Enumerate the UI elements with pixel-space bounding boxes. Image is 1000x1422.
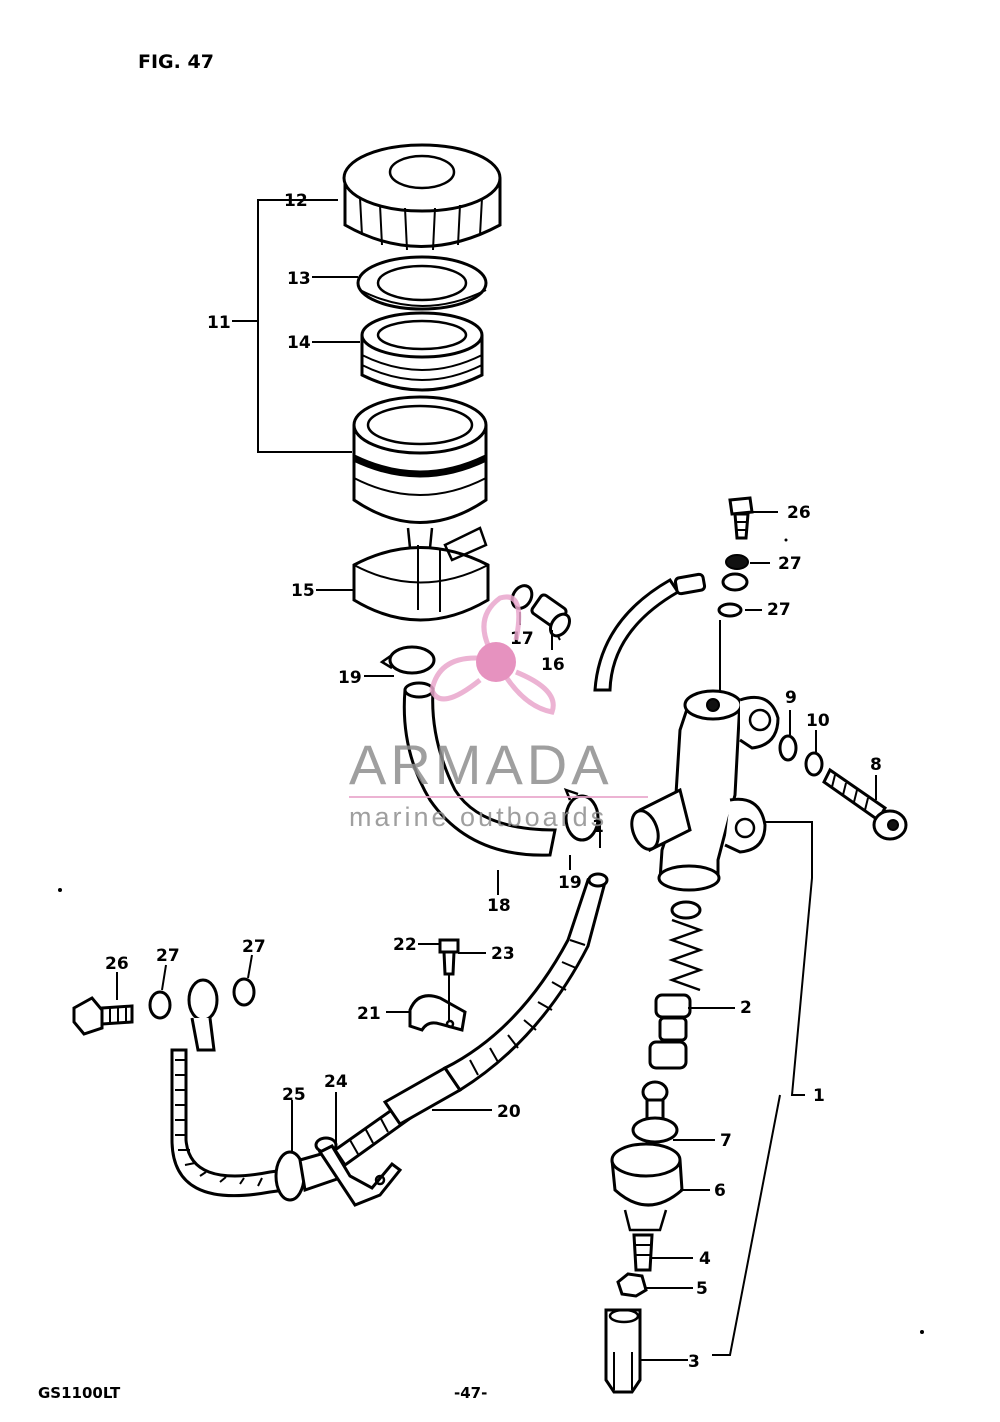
callout-19-upper: 19: [338, 668, 362, 688]
page-number: -47-: [454, 1384, 487, 1402]
callout-23: 23: [491, 944, 515, 964]
callout-4: 4: [699, 1249, 711, 1269]
reservoir-band: [352, 526, 490, 622]
callout-19-lower: 19: [558, 873, 582, 893]
watermark-brand: ARMADA: [349, 733, 613, 796]
union-bolt-lower: [72, 996, 134, 1036]
union-bolt-upper: [728, 496, 754, 540]
hose-clip-21: [408, 994, 467, 1032]
piston-spring: [648, 900, 704, 1070]
lock-nut: [616, 1272, 648, 1298]
leader-11-bracket: [232, 199, 352, 453]
callout-25: 25: [282, 1085, 306, 1105]
dust-boot: [610, 1142, 684, 1232]
callout-27-upper-1: 27: [778, 554, 802, 574]
brake-hose: [170, 1048, 342, 1202]
callout-3: 3: [688, 1352, 700, 1372]
brake-pipe-upper: [593, 578, 681, 692]
propeller-logo-icon: [429, 594, 556, 715]
propeller-hub: [476, 642, 516, 682]
callout-21: 21: [357, 1004, 381, 1024]
callout-2: 2: [740, 998, 752, 1018]
callout-13: 13: [287, 269, 311, 289]
reservoir-diaphragm-plate: [356, 255, 488, 311]
callout-27-upper-2: 27: [767, 600, 791, 620]
gasket-upper-2: [717, 602, 743, 618]
callout-10: 10: [806, 711, 830, 731]
callout-12: 12: [284, 191, 308, 211]
gasket-lower-2: [232, 977, 256, 1007]
band-screw: [530, 593, 572, 641]
hose-protector: [332, 1066, 463, 1168]
callout-1: 1: [813, 1086, 825, 1106]
reservoir-cap: [342, 143, 502, 251]
push-rod: [631, 1080, 679, 1144]
callout-26-lower: 26: [105, 954, 129, 974]
callout-9: 9: [785, 688, 797, 708]
watermark: ARMADA marine outboards: [349, 594, 648, 832]
gasket-lower-1: [148, 990, 172, 1020]
clevis: [604, 1308, 642, 1394]
callout-1-upper: 1: [592, 817, 604, 837]
callout-16: 16: [541, 655, 565, 675]
adjuster-bolt: [632, 1233, 654, 1272]
callout-15: 15: [291, 581, 315, 601]
callout-14: 14: [287, 333, 311, 353]
callout-27-lower-1: 27: [156, 946, 180, 966]
reservoir-body: [352, 395, 488, 550]
banjo-fitting: [187, 978, 219, 1052]
reservoir-hose: [402, 688, 557, 857]
callout-8: 8: [870, 755, 882, 775]
gasket-upper-1: [725, 554, 749, 570]
callout-11: 11: [207, 313, 231, 333]
washer-10: [804, 751, 824, 777]
callout-17: 17: [510, 629, 534, 649]
washer-9: [778, 734, 798, 762]
callout-26-upper: 26: [787, 503, 811, 523]
callout-27-lower-2: 27: [242, 937, 266, 957]
callout-18: 18: [487, 896, 511, 916]
callout-labels: 12 13 14 11 15 17 16 19 18 19 1 26 27 27…: [105, 191, 882, 1372]
callout-6: 6: [714, 1181, 726, 1201]
callout-5: 5: [696, 1279, 708, 1299]
callout-7: 7: [720, 1131, 732, 1151]
callout-24: 24: [324, 1072, 348, 1092]
reservoir-diaphragm: [360, 311, 484, 392]
figure-label: FIG. 47: [138, 51, 214, 73]
reservoir-return-hose: [442, 872, 609, 1093]
callout-22: 22: [393, 935, 417, 955]
watermark-tagline: marine outboards: [349, 802, 607, 832]
model-code: GS1100LT: [38, 1384, 121, 1402]
master-cylinder-body: [630, 689, 780, 892]
hose-clamp-upper: [379, 645, 436, 675]
leader-lines: [116, 276, 877, 1361]
callout-20: 20: [497, 1102, 521, 1122]
mounting-bolt: [822, 767, 908, 841]
